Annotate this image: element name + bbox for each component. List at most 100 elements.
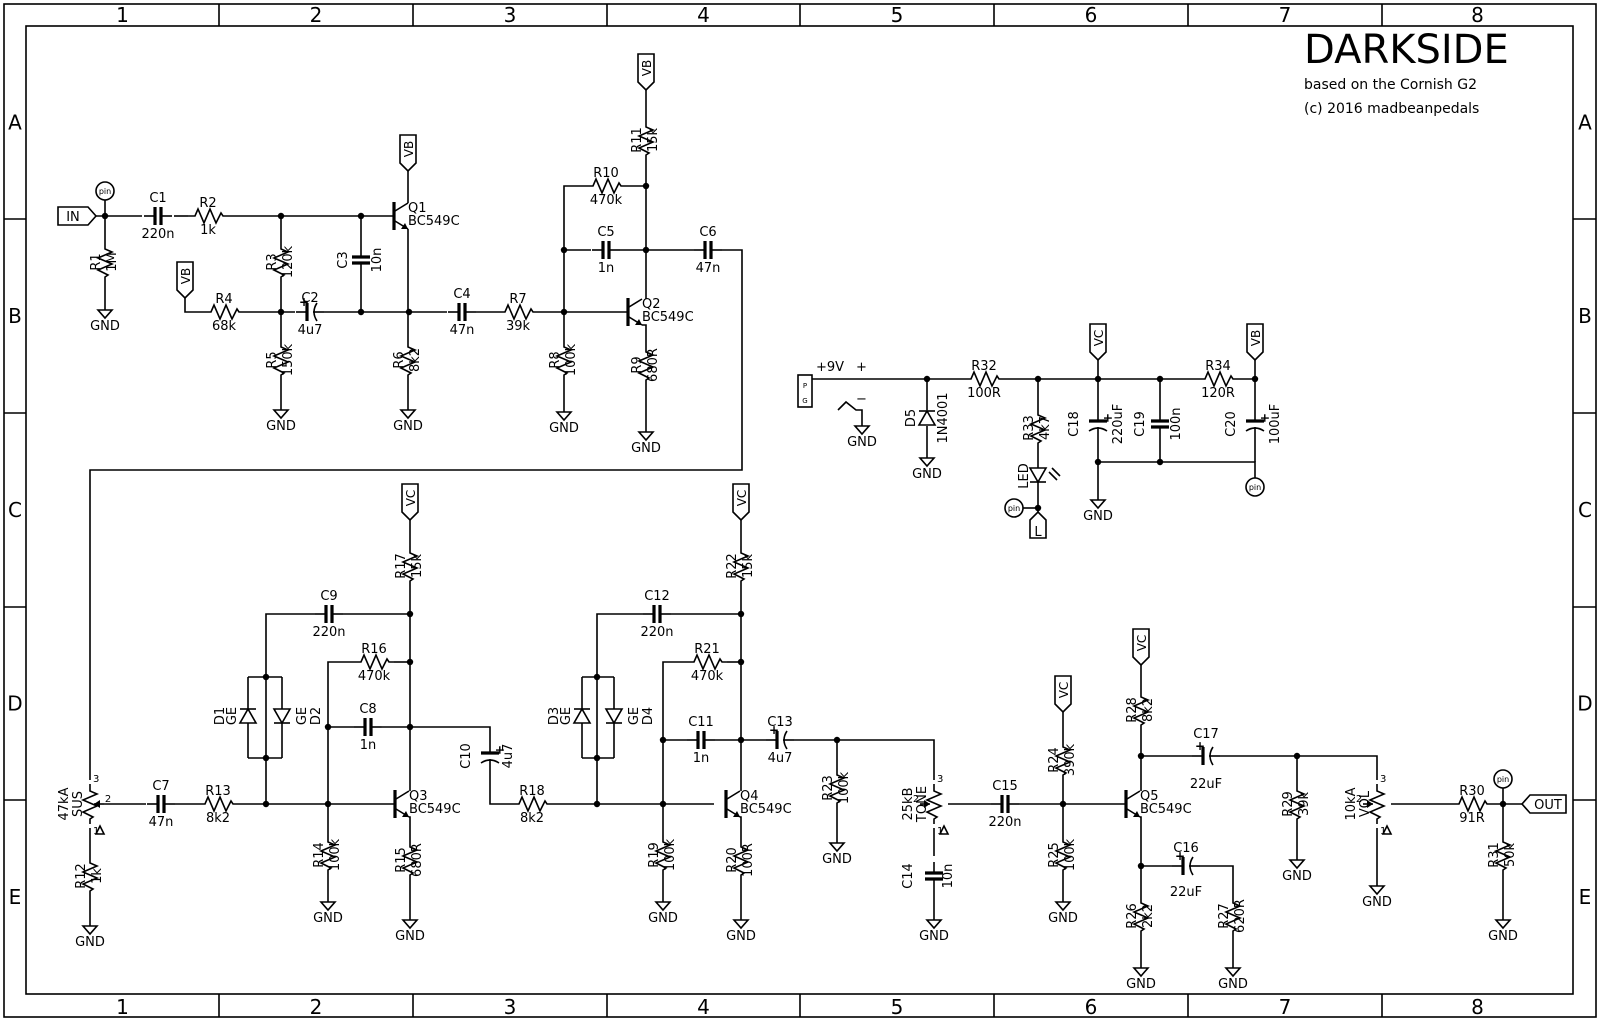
resistor-ref: R11 [630,127,645,153]
diode-d5 [917,409,937,426]
gnd-symbol [1089,499,1107,510]
rail-label: VC [404,490,418,507]
gnd-label: GND [75,935,105,950]
gnd-label: GND [313,911,343,926]
junction-dot [406,658,414,666]
resistor-ref: R15 [394,847,409,873]
resistor-r29 [1287,784,1307,824]
grid-column-label: 5 [891,3,904,27]
rail-flag [401,483,419,522]
rail-vc [1054,675,1072,714]
resistor-value: 8k2 [408,348,423,372]
resistor-ref: R17 [394,553,409,579]
gnd-label: GND [393,419,423,434]
transistor-value: BC549C [409,802,461,817]
capacitor-ref: C3 [336,251,351,268]
resistor-body [1053,835,1073,875]
rail-vc [1089,323,1107,362]
resistor-body [1028,408,1048,448]
wire [837,400,863,426]
gnd-label: GND [1282,869,1312,884]
resistor-body [653,835,673,875]
gnd-label: GND [912,467,942,482]
led-ray [1048,471,1058,481]
title-text: DARKSIDE [1304,27,1509,73]
wires [89,90,1522,968]
grid-column-label: 4 [697,3,710,27]
capacitor-plate [1088,427,1108,432]
resistor-body [318,835,338,875]
gnd-triangle [1288,859,1306,870]
transistor-q5 [1124,790,1141,818]
capacitor-ref: C9 [320,589,337,604]
transistor-ref: Q2 [642,297,661,312]
pin-circle [1245,477,1265,497]
pin-circle [1493,769,1513,789]
capacitor-value: 220n [640,625,673,640]
resistor-r3 [271,242,291,282]
diode-ref: D1 [213,707,228,725]
capacitor-value: 4u7 [298,323,323,338]
diode-ref: D2 [309,707,324,725]
resistor-value: 100k [837,771,852,804]
pot-pin-number: 1 [937,826,943,837]
gnd-symbol [81,925,99,936]
resistor-r12 [80,856,100,896]
resistor-body [636,345,656,385]
junction-dot [737,658,745,666]
junction-dot [642,246,650,254]
resistor-r25 [1053,835,1073,875]
capacitor-ref: C18 [1067,411,1082,437]
capacitor-c8 [354,718,382,736]
resistor-value: 39k [1297,791,1312,816]
resistor-ref: R1 [89,253,104,270]
pot-body [1367,784,1387,824]
rail-label: VB [1249,330,1263,346]
gnd-triangle [399,409,417,420]
power-jack: PG [797,374,813,408]
resistor-ref: R4 [215,292,232,307]
transistor-arrow [733,811,740,817]
resistor-value: 100k [564,343,579,376]
capacitor-c1 [144,207,172,225]
pot-body [924,784,944,824]
resistor-ref: R3 [265,253,280,270]
resistor-r18 [512,794,552,814]
rail-label: VC [1092,330,1106,347]
subtitle-based-on: based on the Cornish G2 [1304,77,1477,93]
wire [740,816,742,840]
gnd-label: GND [395,929,425,944]
resistor-body [80,856,100,896]
diode-ref: D5 [904,409,919,427]
resistor-r13 [198,794,238,814]
transistor-ref: Q5 [1140,789,1159,804]
capacitor-plate [1209,746,1214,766]
rail-label: VC [1135,635,1149,652]
resistor-body [95,242,115,282]
wire [642,324,647,345]
rail-label: VC [735,490,749,507]
jack-pin-label: P [803,382,807,390]
transistor-ref: Q3 [409,789,428,804]
pot-pin-number: 2 [1356,794,1362,805]
resistor-value: 15k [646,127,661,152]
junction-dot [659,736,667,744]
gnd-triangle [853,425,871,436]
resistor-ref: R5 [265,351,280,368]
pin-label: pin [1497,775,1509,784]
supply-voltage-label: +9V [816,360,844,375]
grid-column-label: 3 [504,3,517,27]
supply-minus-label: − [856,392,867,407]
capacitor-plate [1245,427,1265,432]
gnd-symbol [1494,919,1512,930]
resistor-value: 100k [1063,838,1078,871]
resistor-ref: R2 [199,196,216,211]
capacitor-value: 4u7 [768,751,793,766]
grid-column-label: 2 [310,995,323,1019]
capacitor-value: 47n [450,323,475,338]
resistor-body [964,369,1004,389]
diode-d2 [272,708,292,725]
pot-cw-marker [938,824,950,835]
